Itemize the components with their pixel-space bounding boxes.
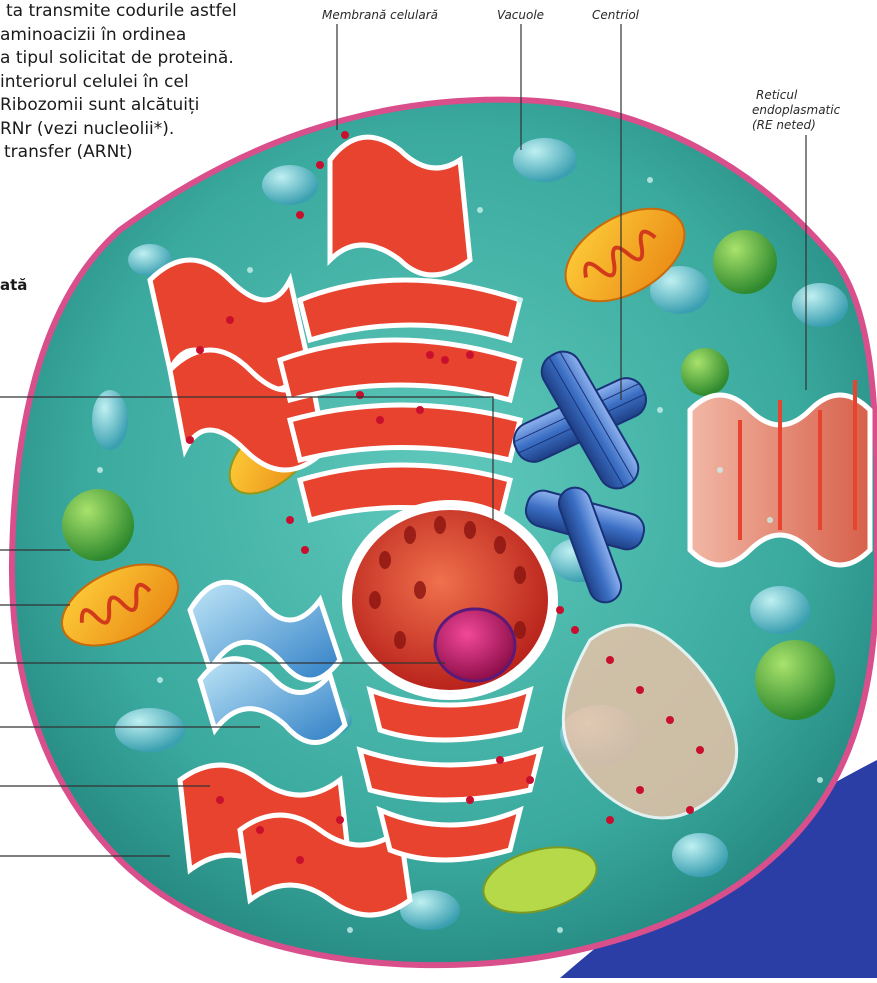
intro-line: RNr (vezi nucleolii*). <box>0 118 300 142</box>
intro-line: ta transmite codurile astfel <box>6 0 300 24</box>
label-reticul-line1: Reticul <box>752 88 840 103</box>
nucleolus <box>435 609 515 681</box>
intro-line: aminoacizii în ordinea <box>0 24 300 48</box>
intro-paragraph: ta transmite codurile astfel aminoacizii… <box>0 0 300 165</box>
intro-line: interiorul celulei în cel <box>0 71 300 95</box>
label-membrana-celulara: Membrană celulară <box>322 8 438 22</box>
intro-line: transfer (ARNt) <box>4 141 300 165</box>
label-centriol: Centriol <box>592 8 639 22</box>
label-reticul-line2: endoplasmatic <box>752 103 840 118</box>
side-heading: ată <box>0 276 27 294</box>
intro-line: Ribozomii sunt alcătuiți <box>0 94 300 118</box>
label-reticul: Reticul endoplasmatic (RE neted) <box>752 88 840 133</box>
intro-line: a tipul solicitat de proteină. <box>0 47 300 71</box>
label-reticul-line3: (RE neted) <box>752 118 840 133</box>
label-vacuole: Vacuole <box>497 8 544 22</box>
